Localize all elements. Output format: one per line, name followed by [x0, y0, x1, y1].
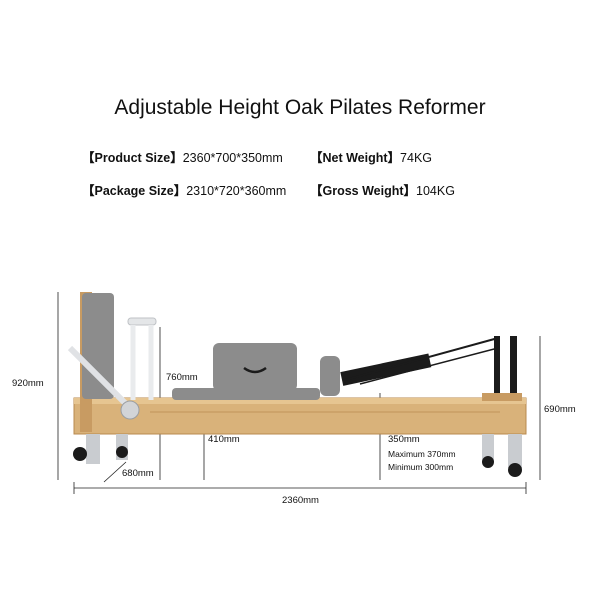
rope-post-left	[494, 336, 500, 394]
spec-row-1: 【Product Size】2360*700*350mm	[82, 147, 283, 166]
sitting-box	[213, 343, 297, 391]
shoulder-block	[320, 356, 340, 396]
dim-min: Minimum 300mm	[388, 462, 454, 472]
spec-row-2: 【Package Size】2310*720*360mm	[82, 180, 286, 199]
dim-line-680	[103, 461, 127, 483]
dim-350: 350mm	[388, 434, 420, 445]
dim-680: 680mm	[122, 468, 154, 479]
product-size-value: 2360*700*350mm	[182, 151, 283, 165]
rope-post-right	[510, 336, 517, 394]
gross-weight-label: 【Gross Weight】	[310, 184, 417, 198]
dim-690: 690mm	[544, 404, 576, 415]
tower-handle	[127, 317, 157, 326]
rear-legs	[482, 434, 522, 477]
spec-net-weight: 【Net Weight】74KG	[310, 147, 432, 166]
product-title: Adjustable Height Oak Pilates Reformer	[114, 96, 486, 119]
dim-2360: 2360mm	[282, 495, 319, 506]
dim-760: 760mm	[166, 372, 198, 383]
net-weight-value: 74KG	[400, 151, 433, 165]
gross-weight-value: 104KG	[416, 184, 455, 198]
footbar-arm	[67, 345, 133, 411]
front-legs	[73, 434, 128, 464]
package-size-label: 【Package Size】	[82, 184, 187, 198]
dim-410: 410mm	[208, 434, 240, 445]
headrest-pad	[82, 293, 114, 399]
frame-top-rail	[74, 398, 526, 404]
product-size-label: 【Product Size】	[82, 151, 183, 165]
package-size-value: 2310*720*360mm	[186, 184, 287, 198]
net-weight-label: 【Net Weight】	[310, 151, 401, 165]
spec-gross-weight: 【Gross Weight】104KG	[310, 180, 455, 199]
dim-920: 920mm	[12, 378, 44, 389]
dim-max: Maximum 370mm	[388, 449, 456, 459]
